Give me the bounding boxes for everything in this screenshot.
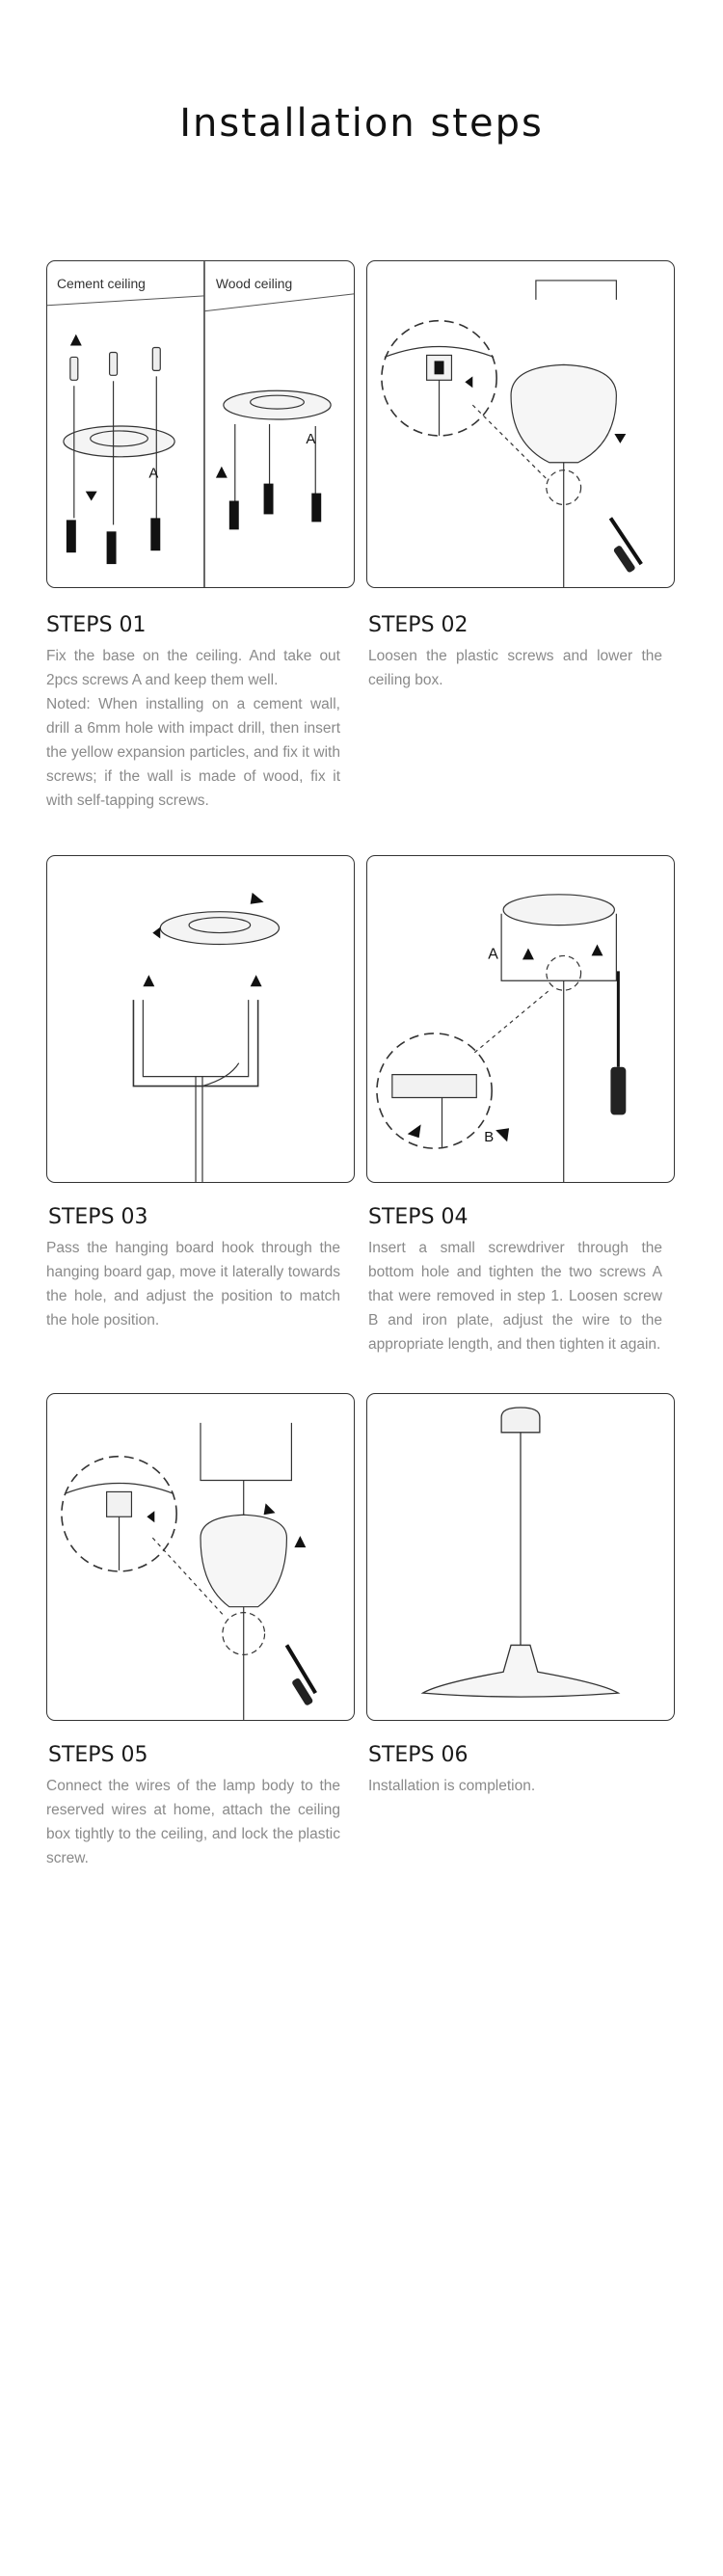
step-02-paragraph: Loosen the plastic screws and lower the … [368, 648, 662, 688]
step-05-illustration [46, 1393, 355, 1721]
screw-tightening-diagram: A B [376, 894, 627, 1182]
step-03-text: Pass the hanging board hook through the … [46, 1236, 340, 1332]
step-06-text: Installation is completion. [368, 1774, 662, 1798]
step-04-paragraph: Insert a small screwdriver through the b… [368, 1240, 662, 1353]
step-02-heading: STEPS 02 [368, 613, 469, 637]
step-02-illustration [366, 260, 675, 588]
wood-ceiling-label: Wood ceiling [216, 276, 292, 291]
step-03-paragraph: Pass the hanging board hook through the … [46, 1240, 340, 1328]
step-03-heading: STEPS 03 [48, 1205, 148, 1229]
step-04-text: Insert a small screwdriver through the b… [368, 1236, 662, 1356]
step-05-heading: STEPS 05 [48, 1743, 148, 1767]
step-01-note: Noted: When installing on a cement wall,… [46, 696, 340, 809]
step-05-paragraph: Connect the wires of the lamp body to th… [46, 1778, 340, 1866]
wire-connection-diagram [61, 1422, 317, 1720]
ceiling-base-diagram: Cement ceiling Wood ceiling A [47, 261, 354, 587]
step-01-paragraph: Fix the base on the ceiling. And take ou… [46, 648, 340, 688]
step-01-illustration: Cement ceiling Wood ceiling A [46, 260, 355, 588]
ceiling-box-diagram [381, 280, 643, 587]
hanging-board-diagram [132, 892, 281, 1182]
screw-a-label: A [488, 946, 498, 962]
step-04-illustration: A B [366, 855, 675, 1183]
step-04-heading: STEPS 04 [368, 1205, 469, 1229]
step-06-heading: STEPS 06 [368, 1743, 469, 1767]
step-05-text: Connect the wires of the lamp body to th… [46, 1774, 340, 1870]
screw-a-label: A [148, 467, 158, 482]
step-01-heading: STEPS 01 [46, 613, 147, 637]
screw-b-label: B [484, 1130, 494, 1145]
step-06-illustration [366, 1393, 675, 1721]
step-02-text: Loosen the plastic screws and lower the … [368, 644, 662, 692]
step-03-illustration [46, 855, 355, 1183]
page-title: Installation steps [179, 101, 544, 146]
screw-a-label-wood: A [306, 432, 315, 447]
step-06-paragraph: Installation is completion. [368, 1778, 536, 1794]
cement-ceiling-label: Cement ceiling [57, 276, 146, 291]
step-01-text: Fix the base on the ceiling. And take ou… [46, 644, 340, 813]
finished-pendant-lamp [420, 1407, 621, 1698]
